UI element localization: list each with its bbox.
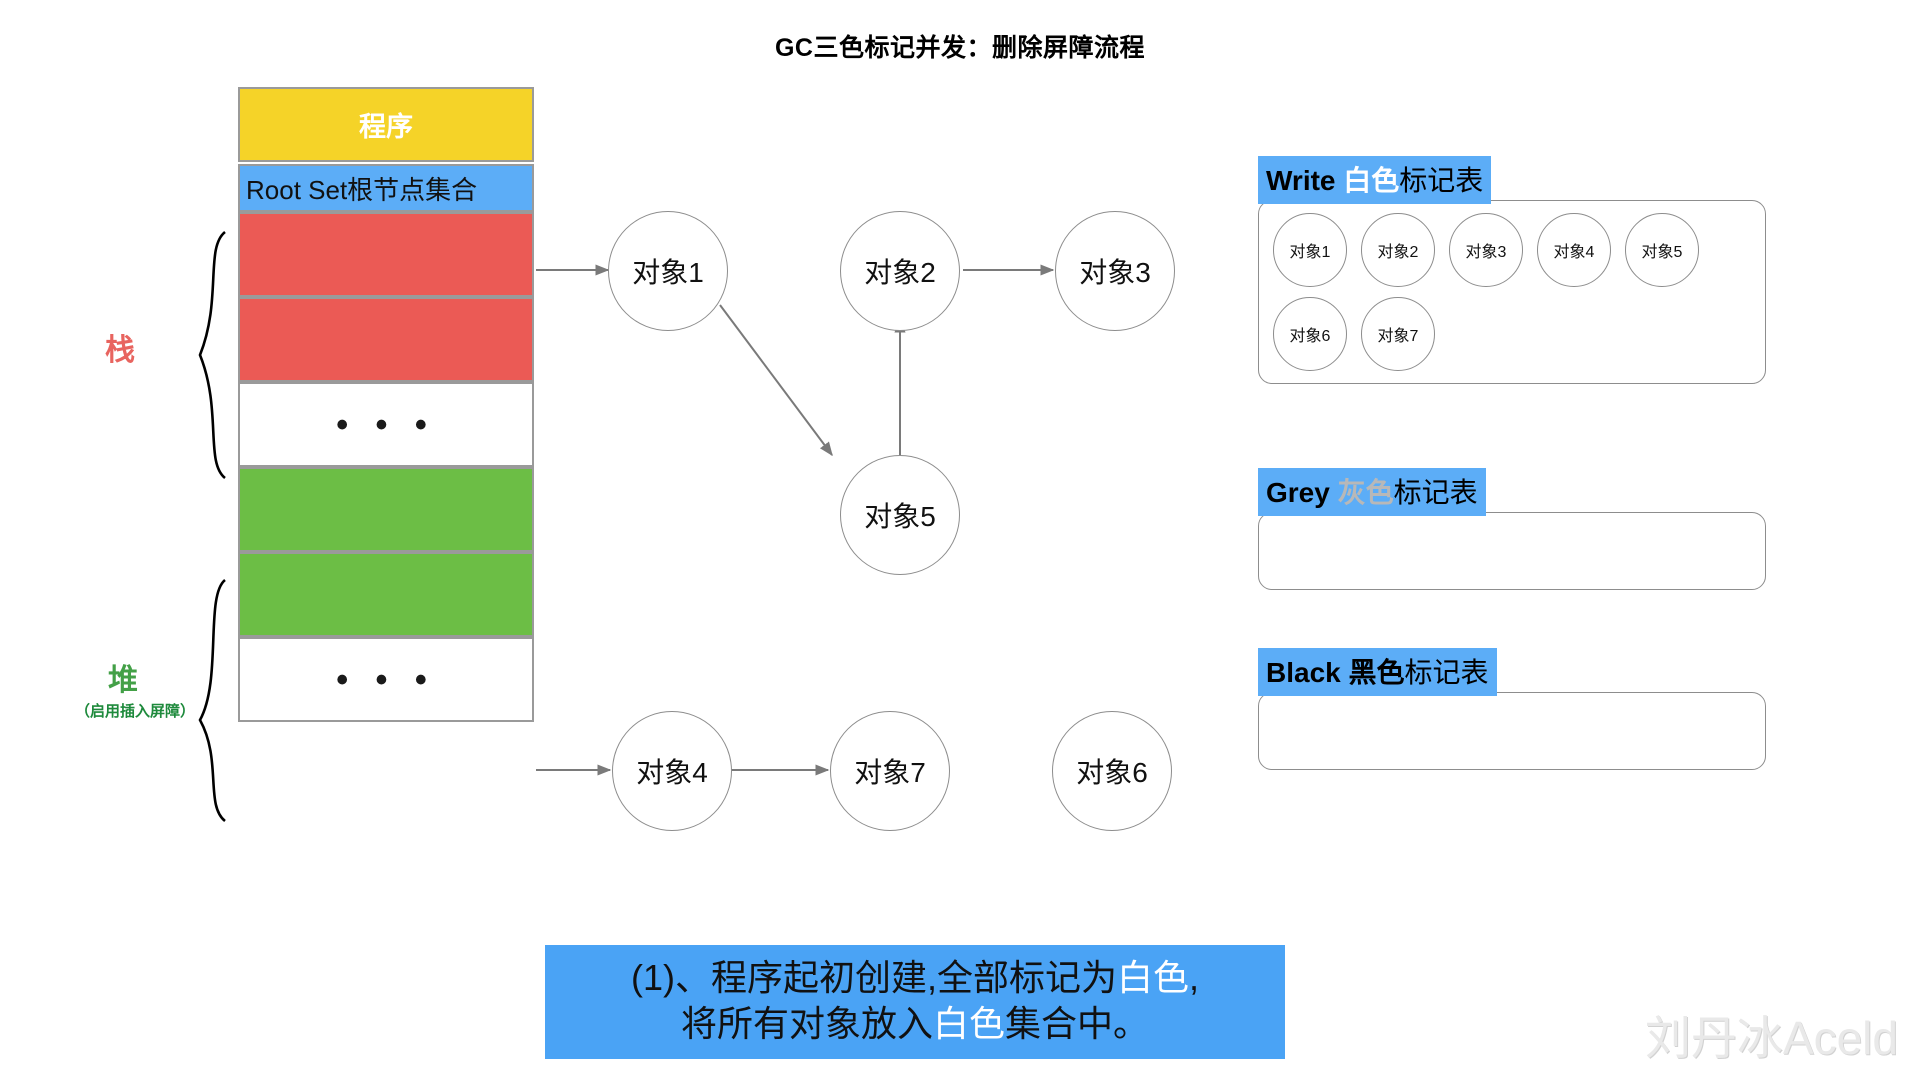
caption-text: 集合中。 <box>1005 1003 1150 1045</box>
caption-text: , <box>1189 957 1200 998</box>
mark-table-chip[interactable]: 对象3 <box>1449 213 1523 287</box>
grey-mark-table-header: Grey 灰色标记表 <box>1258 468 1486 516</box>
stack-ellipsis-slot: • • • <box>238 382 534 467</box>
grey-mark-table-body <box>1258 512 1766 590</box>
header-color-word: 黑色 <box>1340 657 1405 688</box>
stack-slot-2 <box>238 297 534 382</box>
black-mark-table-header: Black 黑色标记表 <box>1258 648 1497 696</box>
graph-node-obj3[interactable]: 对象3 <box>1055 211 1175 331</box>
heap-ellipsis-slot: • • • <box>238 637 534 722</box>
graph-node-obj7[interactable]: 对象7 <box>830 711 950 831</box>
step-caption: (1)、程序起初创建,全部标记为白色, 将所有对象放入白色集合中。 <box>545 945 1285 1060</box>
white-mark-table-header: Write 白色标记表 <box>1258 156 1492 204</box>
mark-table-chip[interactable]: 对象2 <box>1361 213 1435 287</box>
mark-table-chip[interactable]: 对象4 <box>1537 213 1611 287</box>
mark-table-chip[interactable]: 对象5 <box>1625 213 1699 287</box>
mark-table-chip[interactable]: 对象1 <box>1273 213 1347 287</box>
header-keyword: Black <box>1266 657 1341 688</box>
graph-node-obj4[interactable]: 对象4 <box>612 711 732 831</box>
root-set-block: Root Set根节点集合 <box>238 164 534 212</box>
stack-slot-1 <box>238 212 534 297</box>
graph-node-obj1[interactable]: 对象1 <box>608 211 728 331</box>
caption-line-1: (1)、程序起初创建,全部标记为白色, <box>545 955 1285 1001</box>
header-tail: 标记表 <box>1393 477 1478 508</box>
header-tail: 标记表 <box>1399 165 1484 196</box>
caption-highlight: 白色 <box>1116 957 1189 998</box>
page-title: GC三色标记并发：删除屏障流程 <box>774 34 1145 62</box>
heap-slot-2 <box>238 552 534 637</box>
stack-label: 栈 <box>105 334 135 367</box>
program-block: 程序 <box>238 87 534 162</box>
header-keyword: Write <box>1266 165 1336 196</box>
memory-column: 程序 Root Set根节点集合 • • • • • • <box>238 87 534 722</box>
header-keyword: Grey <box>1266 477 1330 508</box>
stack-brace <box>198 230 226 480</box>
header-color-word: 白色 <box>1335 165 1400 196</box>
black-mark-table: Black 黑色标记表 <box>1258 648 1766 770</box>
header-color-word: 灰色 <box>1329 477 1394 508</box>
caption-line-2: 将所有对象放入白色集合中。 <box>545 1001 1285 1047</box>
black-mark-table-body <box>1258 692 1766 770</box>
caption-text: (1)、程序起初创建,全部标记为 <box>630 957 1117 998</box>
grey-mark-table: Grey 灰色标记表 <box>1258 468 1766 590</box>
watermark: 刘丹冰Aceld <box>1644 1012 1898 1064</box>
mark-table-chip[interactable]: 对象6 <box>1273 297 1347 371</box>
edge-obj1-to-obj5 <box>719 304 833 457</box>
caption-highlight: 白色 <box>932 1003 1005 1045</box>
heap-label: 堆 <box>108 664 138 697</box>
graph-node-obj5[interactable]: 对象5 <box>840 455 960 575</box>
graph-node-obj2[interactable]: 对象2 <box>840 211 960 331</box>
heap-sublabel: （启用插入屏障） <box>74 703 195 720</box>
heap-slot-1 <box>238 467 534 552</box>
graph-node-obj6[interactable]: 对象6 <box>1052 711 1172 831</box>
caption-text: 将所有对象放入 <box>680 1003 933 1045</box>
header-tail: 标记表 <box>1404 657 1489 688</box>
mark-table-chip[interactable]: 对象7 <box>1361 297 1435 371</box>
